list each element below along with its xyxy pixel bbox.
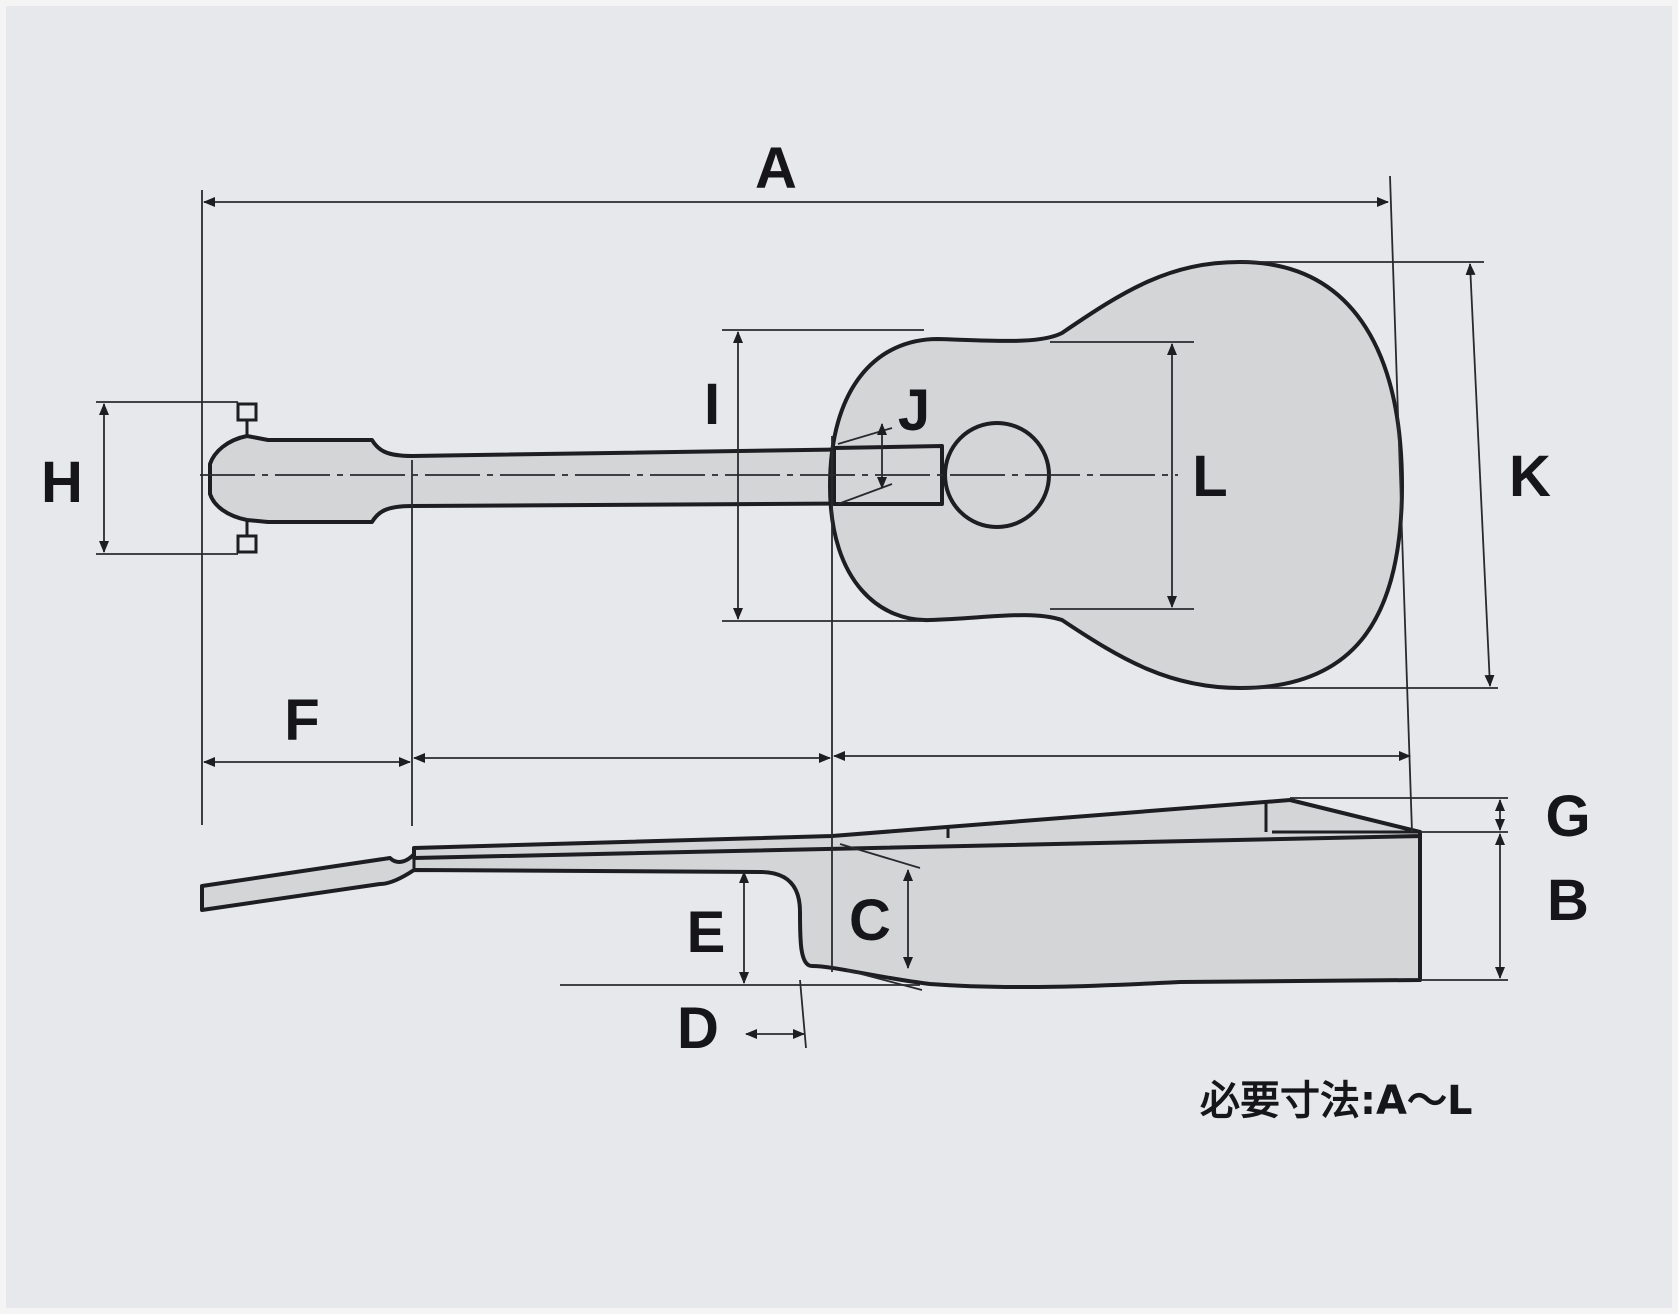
label-J: J — [898, 378, 930, 443]
label-C: C — [849, 888, 891, 953]
label-H: H — [41, 450, 83, 515]
label-K: K — [1509, 444, 1551, 509]
guitar-side-view — [200, 798, 1422, 990]
dimension-lines — [96, 175, 1508, 1049]
required-dimensions-note: 必要寸法:A～L — [1200, 1078, 1472, 1124]
tuner-peg-top — [236, 402, 258, 422]
label-F: F — [284, 688, 319, 753]
neck-side-profile — [200, 834, 1422, 990]
dimension-labels: A B C D E F G H I J K L 必要寸法:A～L — [41, 136, 1591, 1124]
guitar-top-view — [200, 260, 1404, 690]
headstock-and-neck — [208, 434, 938, 524]
label-L: L — [1192, 444, 1227, 509]
label-G: G — [1545, 784, 1590, 849]
label-D: D — [677, 996, 719, 1061]
label-B: B — [1547, 868, 1589, 933]
label-A: A — [755, 136, 797, 201]
label-I: I — [704, 372, 720, 437]
label-E: E — [687, 900, 726, 965]
tuner-peg-bottom — [236, 534, 258, 554]
dim-line-K — [1465, 263, 1495, 687]
